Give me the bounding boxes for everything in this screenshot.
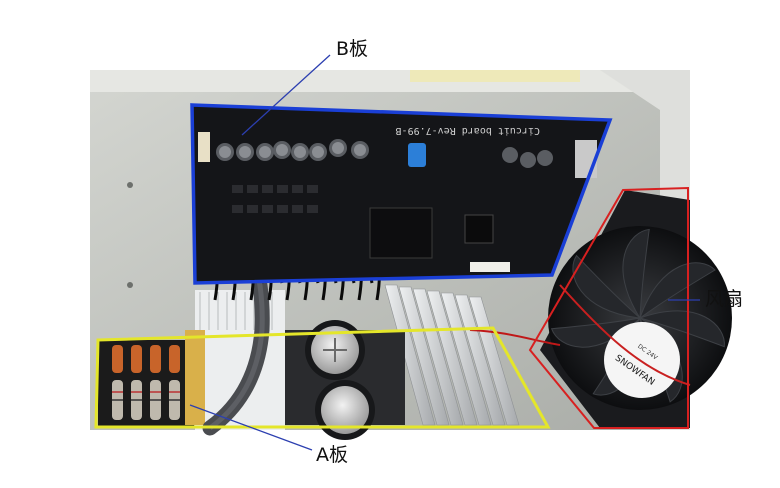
heatsink-fin — [384, 284, 436, 426]
transistor — [292, 205, 303, 213]
heatsink-fin — [412, 288, 464, 426]
capacitor-top — [321, 386, 369, 434]
transistor — [232, 205, 243, 213]
leader-line-a — [189, 404, 313, 451]
transistor — [277, 205, 288, 213]
fan-blade — [622, 228, 650, 320]
header-connector — [470, 262, 510, 272]
heatsink-fin — [440, 292, 492, 426]
inductor — [169, 345, 180, 373]
fan: SNOWFAN DC 24V — [540, 190, 732, 428]
inductor — [131, 345, 142, 373]
heatsink-fin — [426, 290, 478, 426]
transistor — [262, 185, 273, 193]
fan-blade — [639, 262, 716, 320]
board-a — [98, 320, 405, 440]
board-b: Circuit board Rev-7.99-B — [192, 105, 610, 283]
transistor — [247, 185, 258, 193]
capacitor-icon — [502, 147, 518, 163]
connector — [198, 132, 210, 162]
chassis-screw-hole — [127, 182, 133, 188]
fan-sticker — [604, 322, 680, 398]
inductor — [150, 345, 161, 373]
heatsink — [195, 284, 520, 430]
pcb-silkscreen: Circuit board Rev-7.99-B — [396, 125, 541, 136]
fan-blade — [550, 317, 642, 348]
board-a-outline — [94, 326, 551, 429]
board-a-label: A板 — [316, 444, 348, 466]
transistor — [232, 185, 243, 193]
capacitor-icon — [520, 152, 536, 168]
blue-relay — [408, 143, 426, 167]
capacitor-icon — [537, 150, 553, 166]
transistor — [247, 205, 258, 213]
board-b-outline — [190, 103, 613, 285]
transistor — [307, 185, 318, 193]
inductor — [112, 345, 123, 373]
transistor — [262, 205, 273, 213]
leader-line-b — [241, 54, 331, 136]
fan-label: 风扇 — [705, 288, 744, 310]
fan-outline — [528, 186, 689, 429]
transistor — [292, 185, 303, 193]
transistor — [307, 205, 318, 213]
red-wire — [469, 329, 561, 346]
board-b-label: B板 — [336, 38, 369, 60]
fan-blade — [638, 310, 725, 348]
transistor — [277, 185, 288, 193]
fan-blade — [572, 254, 642, 319]
chip-module — [369, 207, 433, 259]
heatsink-fin — [398, 286, 450, 426]
ic-chip — [464, 214, 494, 244]
chassis-screw-hole — [127, 282, 133, 288]
